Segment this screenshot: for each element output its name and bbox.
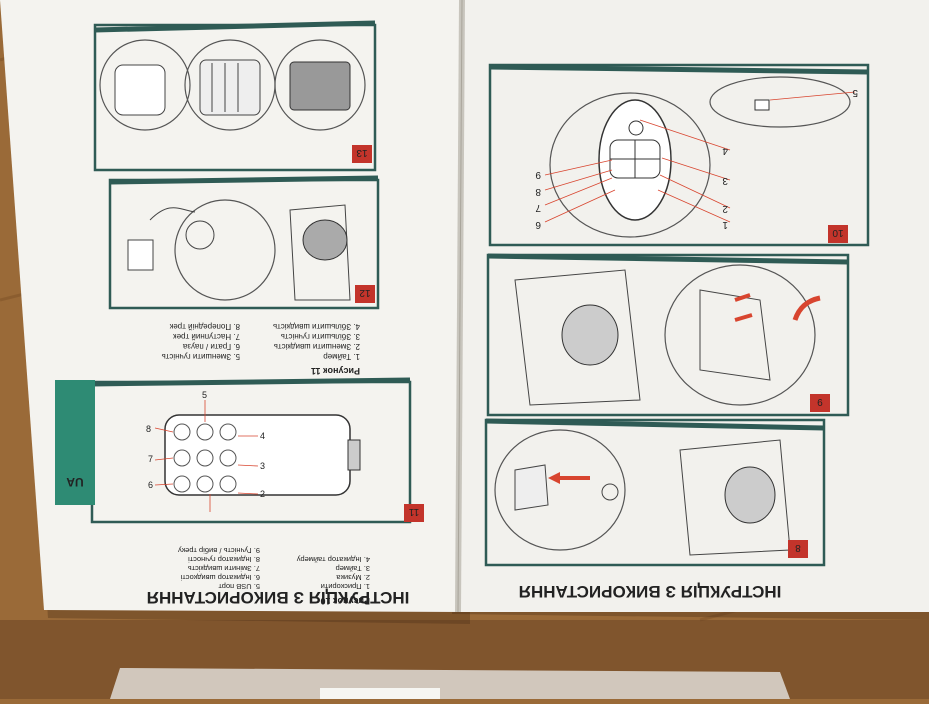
fig10-legend-6: 6. Індикатор швидкості	[180, 573, 260, 582]
fig10-legend-7: 7. Змінити швидкість	[188, 564, 260, 573]
fig11-callout-6: 6	[148, 480, 153, 490]
fig10-callout-6: 6	[535, 219, 541, 230]
fig11-callout-8: 8	[146, 424, 151, 434]
fig10-caption: Рисунок 10	[321, 596, 371, 606]
fig10-callout-1: 1	[722, 219, 728, 230]
remote-control	[164, 414, 351, 496]
fig11-legend-5: 5. Зменшити гучність	[162, 352, 240, 361]
fig11-legend-3: 3. Збільшити гучність	[281, 332, 360, 341]
fig11-number: 11	[408, 506, 419, 517]
fig9-number: 9	[817, 396, 823, 407]
fig10-callout-9: 9	[535, 169, 541, 180]
fig10-legend-1: 1. Прискорити	[321, 582, 370, 591]
fig10-callout-2: 2	[722, 203, 728, 214]
left-page-heading: ІНСТРУКЦІЯ З ВИКОРИСТАННЯ	[147, 588, 410, 607]
plastic-bag	[110, 668, 790, 699]
figure-11: 2 6 3 7 4 8 5 11	[90, 377, 424, 524]
fig11-legend: Рисунок 11 1. Таймер 2. Зменшити швидкіс…	[162, 322, 360, 376]
fig11-callout-4: 4	[260, 431, 265, 441]
fig13-number: 13	[356, 147, 368, 158]
fig10-callout-5: 5	[852, 87, 858, 98]
fig10-legend-2: 2. Музика	[336, 573, 370, 582]
fig11-legend-1: 1. Таймер	[323, 352, 360, 361]
fig10-legend-9: 9. Гучність / вибір треку	[178, 546, 260, 555]
figure-13: 13	[93, 20, 377, 172]
fig11-legend-4: 4. Збільшити швидкість	[273, 322, 360, 331]
fig10-legend-3: 3. Таймер	[336, 564, 370, 573]
fig12-number: 12	[359, 287, 371, 298]
fig11-legend-7: 7. Наступний трек	[173, 332, 240, 341]
fig10-callout-3: 3	[722, 175, 728, 186]
fig11-callout-3: 3	[260, 461, 265, 471]
fig10-legend-5: 5. USB порт	[218, 582, 260, 591]
right-page-heading: ІНСТРУКЦІЯ З ВИКОРИСТАННЯ	[519, 582, 782, 601]
fig10-callout-7: 7	[535, 202, 541, 213]
side-tab-label: UA	[66, 475, 84, 489]
fig10-callout-8: 8	[535, 186, 541, 197]
fig11-callout-7: 7	[148, 454, 153, 464]
fig10-number: 10	[832, 227, 844, 238]
fig11-callout-5: 5	[202, 390, 207, 400]
fig10-legend: Рисунок 10 1. Прискорити 2. Музика 3. Та…	[178, 546, 370, 606]
figure-12: 12	[108, 175, 380, 310]
fig11-legend-6: 6. Грати / пауза	[182, 342, 240, 351]
figure-9: 9	[486, 253, 850, 417]
fig11-caption: Рисунок 11	[311, 366, 360, 376]
fig10-legend-8: 8. Індикатор гучності	[188, 555, 260, 564]
card-in-bag	[320, 688, 440, 699]
fig11-legend-8: 8. Попередній трек	[169, 322, 240, 331]
fig8-number: 8	[795, 542, 801, 553]
figure-8: 8	[484, 418, 826, 567]
fig11-callout-2: 2	[260, 489, 265, 499]
fig10-callout-4: 4	[722, 145, 728, 156]
ua-side-tab: UA	[55, 380, 95, 505]
fig10-legend-4: 4. Індикатор таймеру	[297, 555, 370, 564]
fig11-legend-2: 2. Зменшити швидкість	[274, 342, 360, 351]
right-page	[458, 0, 929, 612]
figure-10: 6 7 8 9 1 2 3 4 5 10	[488, 63, 870, 247]
